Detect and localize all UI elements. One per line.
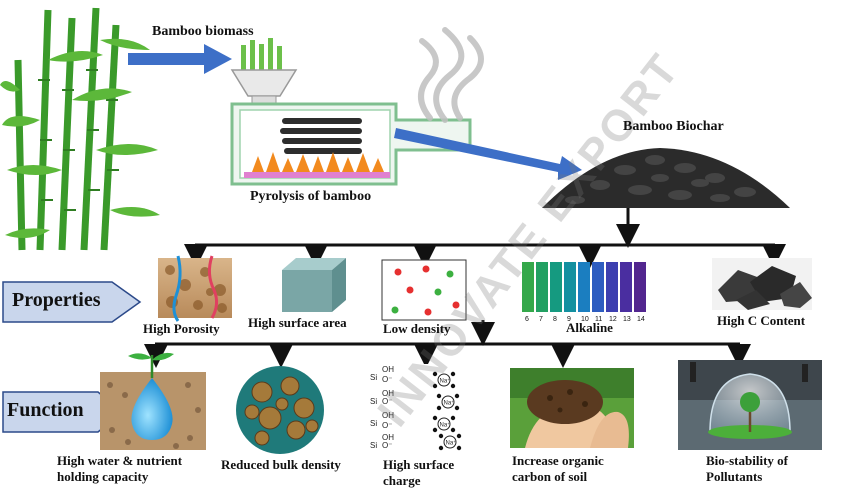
ph-tick-label: 10 — [581, 316, 589, 323]
function-label-water-line1: High water & nutrient — [57, 453, 183, 468]
water-molecule-dot — [454, 405, 460, 411]
property-label-carbon: High C Content — [717, 313, 806, 328]
sodium-ion-label: Na⁺ — [446, 440, 457, 447]
properties-connectors — [184, 208, 786, 268]
water-molecule-dot — [450, 427, 456, 433]
water-molecule-dot — [432, 371, 438, 377]
ph-tick-label: 7 — [539, 316, 543, 323]
function-label-carbon-line1: Increase organic — [512, 453, 604, 468]
property-label-density: Low density — [383, 321, 451, 336]
water-molecule-dot — [432, 383, 438, 389]
surface-group-label: O⁻ — [382, 441, 392, 450]
silicon-label: Si — [370, 419, 377, 428]
silicon-label: Si — [370, 441, 377, 450]
smoke-icon — [418, 27, 484, 123]
water-molecule-dot — [450, 383, 456, 389]
water-molecule-dot — [436, 405, 442, 411]
properties-heading: Properties — [12, 289, 101, 311]
function-label-carbon-line2: carbon of soil — [512, 469, 588, 484]
pyrolysis-label: Pyrolysis of bamboo — [250, 189, 372, 204]
ph-tick-label: 14 — [637, 316, 645, 323]
ph-tick-label: 13 — [623, 316, 631, 323]
biomass-label: Bamboo biomass — [152, 24, 254, 39]
product-arrow — [394, 128, 582, 180]
function-heading: Function — [7, 399, 84, 421]
ph-tick-label: 12 — [609, 316, 617, 323]
sodium-ion-icon — [443, 435, 457, 449]
bell-jar-tree-icon — [678, 360, 822, 450]
water-molecule-dot — [432, 427, 438, 433]
ph-tick-label: 9 — [567, 316, 571, 323]
water-molecule-dot — [450, 371, 456, 377]
function-label-charge-line1: High surface — [383, 457, 455, 472]
water-molecule-dot — [456, 433, 462, 439]
function-label-biostability-line2: Pollutants — [706, 469, 763, 484]
water-molecule-dot — [438, 433, 444, 439]
soil-hands-icon — [510, 368, 634, 448]
bulk-density-icon — [236, 366, 324, 454]
ph-tick-label: 11 — [595, 316, 602, 323]
carbon-lumps-icon — [712, 258, 812, 310]
biochar-label: Bamboo Biochar — [623, 119, 724, 134]
ph-scale-icon: 6 7 8 9 10 11 12 13 14 — [522, 262, 646, 323]
porosity-icon — [158, 255, 232, 322]
sodium-ion-label: Na⁺ — [440, 378, 451, 385]
function-label-charge-line2: charge — [383, 473, 421, 488]
property-label-alkaline: Alkaline — [566, 320, 613, 335]
sodium-ion-label: Na⁺ — [440, 422, 451, 429]
surface-area-cube-icon — [282, 258, 346, 312]
function-label-water-line2: holding capacity — [57, 469, 149, 484]
properties-banner — [2, 281, 142, 323]
ph-tick-label: 6 — [525, 316, 529, 323]
water-molecule-dot — [454, 393, 460, 399]
pyrolysis-reactor-icon — [230, 102, 472, 186]
surface-group-label: OH — [382, 411, 394, 420]
water-molecule-dot — [438, 445, 444, 451]
water-retention-icon — [100, 352, 206, 450]
silicon-label: Si — [370, 373, 377, 382]
property-label-porosity: High Porosity — [143, 321, 220, 336]
surface-group-label: OH — [382, 389, 394, 398]
sodium-ion-icon — [437, 373, 451, 387]
water-molecule-dot — [450, 415, 456, 421]
surface-group-label: OH — [382, 433, 394, 442]
function-connectors — [144, 320, 751, 368]
feed-arrow — [128, 44, 232, 74]
water-molecule-dot — [432, 415, 438, 421]
function-label-bulk-density: Reduced bulk density — [221, 457, 341, 472]
water-molecule-dot — [456, 445, 462, 451]
water-molecule-dot — [436, 393, 442, 399]
biochar-pile-icon — [542, 148, 790, 208]
low-density-icon — [381, 259, 467, 321]
property-label-surface-area: High surface area — [248, 315, 347, 330]
bamboo-plant-icon — [0, 7, 160, 251]
sodium-ion-label: Na⁺ — [444, 400, 455, 407]
sodium-ion-icon — [441, 395, 455, 409]
silicon-label: Si — [370, 397, 377, 406]
surface-group-label: O⁻ — [382, 397, 392, 406]
surface-group-label: O⁻ — [382, 375, 392, 384]
surface-group-label: O⁻ — [382, 421, 392, 430]
surface-group-label: OH — [382, 365, 394, 374]
hopper-icon — [230, 38, 298, 105]
sodium-ion-icon — [437, 417, 451, 431]
function-label-biostability-line1: Bio-stability of — [706, 453, 788, 468]
ph-tick-label: 8 — [553, 316, 557, 323]
